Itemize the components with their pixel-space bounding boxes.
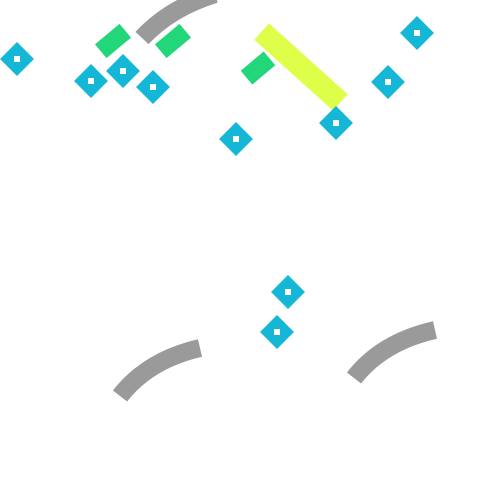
- green-block: [94, 23, 132, 59]
- gray-arcs: [112, 0, 438, 402]
- green-block: [240, 51, 276, 85]
- gray-arc: [112, 339, 203, 402]
- gem[interactable]: [260, 315, 294, 349]
- gray-arc: [346, 321, 438, 384]
- gem[interactable]: [371, 65, 405, 99]
- gem[interactable]: [0, 42, 34, 76]
- gem[interactable]: [106, 54, 140, 88]
- yellow-bars: [254, 23, 348, 111]
- gems: [0, 16, 434, 349]
- gray-arc: [135, 0, 218, 45]
- gem[interactable]: [319, 106, 353, 140]
- gem[interactable]: [400, 16, 434, 50]
- green-block: [154, 23, 192, 59]
- gem[interactable]: [219, 122, 253, 156]
- green-blocks: [94, 23, 276, 85]
- gem[interactable]: [74, 64, 108, 98]
- yellow-bar: [254, 23, 348, 111]
- gem[interactable]: [271, 275, 305, 309]
- gem[interactable]: [136, 70, 170, 104]
